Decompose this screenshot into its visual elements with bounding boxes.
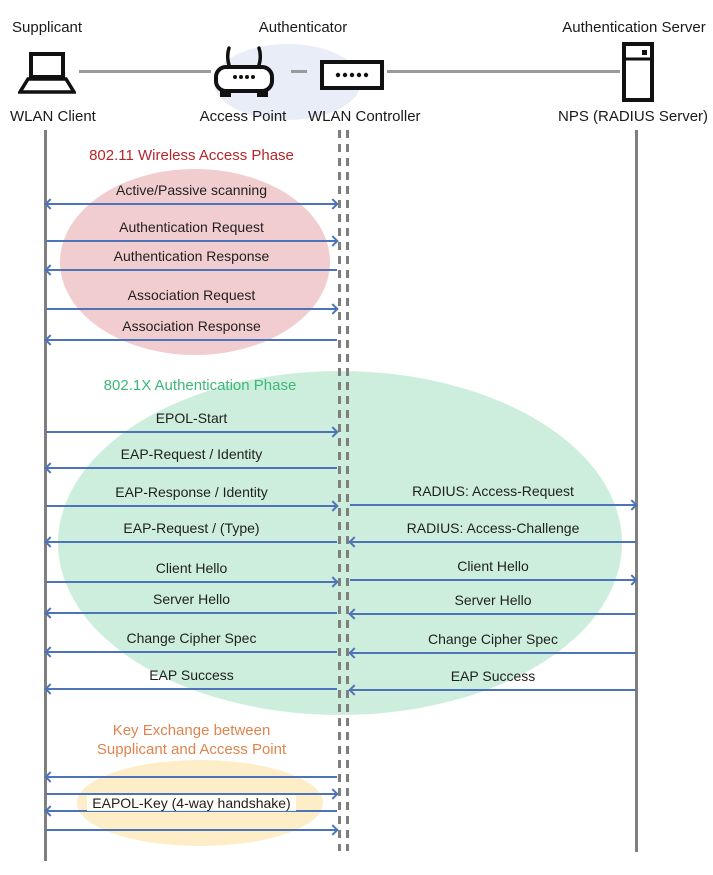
message-epol-start: EPOL-Start	[45, 410, 339, 439]
phase3-title: Key Exchange between Supplicant and Acce…	[45, 721, 338, 759]
message-label: EAP-Request / (Type)	[123, 520, 260, 536]
message-server-hello-right: Server Hello	[348, 592, 637, 621]
eapol-arrow-3-left-icon	[44, 805, 338, 818]
device-wlan-controller: WLAN Controller	[308, 108, 421, 125]
role-authentication-server: Authentication Server	[562, 19, 706, 36]
message-change-cipher-right: Change Cipher Spec	[348, 631, 637, 660]
arrow-left-icon	[44, 462, 338, 475]
phase1-title: 802.11 Wireless Access Phase	[89, 147, 294, 164]
connector-ap-controller	[291, 70, 307, 73]
wlan-controller-icon	[320, 60, 384, 90]
phase3-title-line1: Key Exchange between	[112, 722, 271, 739]
arrow-left-icon	[348, 684, 637, 697]
message-label: Server Hello	[454, 592, 532, 608]
arrow-left-icon	[44, 607, 338, 620]
message-label: Authentication Response	[113, 248, 270, 264]
arrow-left-icon	[44, 683, 338, 696]
phase2-title: 802.1X Authentication Phase	[103, 377, 297, 394]
server-icon	[622, 42, 654, 102]
message-label: EAP-Request / Identity	[120, 446, 263, 462]
arrow-right-icon	[349, 574, 638, 587]
message-label: Authentication Request	[119, 219, 264, 235]
message-assoc-request: Association Request	[45, 287, 339, 316]
arrow-right-icon	[45, 500, 339, 513]
message-eap-request-type: EAP-Request / (Type)	[44, 520, 338, 549]
message-client-hello-left: Client Hello	[45, 560, 339, 589]
message-auth-request: Authentication Request	[45, 219, 339, 248]
message-label: RADIUS: Access-Request	[412, 483, 574, 499]
arrow-left-icon	[44, 264, 338, 277]
message-auth-response: Authentication Response	[44, 248, 338, 277]
device-wlan-client: WLAN Client	[10, 108, 96, 125]
arrow-right-icon	[45, 303, 339, 316]
message-eap-response-identity: EAP-Response / Identity	[45, 484, 339, 513]
wireless-access-point-icon	[213, 46, 275, 102]
message-label: Change Cipher Spec	[428, 631, 558, 647]
role-authenticator: Authenticator	[258, 19, 348, 36]
lifeline-nps-server	[635, 130, 638, 852]
arrow-left-icon	[348, 608, 637, 621]
message-server-hello-left: Server Hello	[44, 591, 338, 620]
arrow-right-icon	[45, 576, 339, 589]
message-assoc-response: Association Response	[44, 318, 338, 347]
arrow-right-icon	[45, 426, 339, 439]
message-scanning: Active/Passive scanning	[44, 182, 339, 211]
arrow-left-icon	[348, 647, 637, 660]
arrow-right-icon	[45, 235, 339, 248]
arrow-left-icon	[44, 536, 338, 549]
message-label: EPOL-Start	[155, 410, 228, 426]
device-access-point: Access Point	[199, 108, 287, 125]
lifeline-wlan-client	[44, 130, 47, 861]
message-label: Active/Passive scanning	[116, 182, 267, 198]
message-eap-request-identity: EAP-Request / Identity	[44, 446, 338, 475]
arrow-left-icon	[44, 646, 338, 659]
message-label: EAP Success	[450, 668, 536, 684]
eapol-key-label: EAPOL-Key (4-way handshake)	[45, 795, 338, 811]
eapol-arrow-2-right-icon	[45, 788, 339, 801]
message-label: Association Response	[122, 318, 261, 334]
message-client-hello-right: Client Hello	[349, 558, 638, 587]
arrow-right-icon	[349, 499, 638, 512]
message-label: Change Cipher Spec	[126, 630, 257, 646]
device-nps-radius-server: NPS (RADIUS Server)	[558, 108, 709, 125]
message-label: Server Hello	[152, 591, 231, 607]
lifeline-wlan-controller-right	[346, 130, 349, 851]
eapol-arrow-4-right-icon	[45, 824, 339, 837]
arrow-left-icon	[44, 334, 338, 347]
role-supplicant: Supplicant	[12, 19, 83, 36]
message-radius-access-request: RADIUS: Access-Request	[349, 483, 638, 512]
phase1-ellipse	[60, 169, 330, 355]
message-label: EAP Success	[149, 667, 234, 683]
connector-controller-server	[387, 70, 620, 73]
message-eap-success-left: EAP Success	[44, 667, 338, 696]
laptop-icon	[18, 52, 76, 96]
message-radius-access-challenge: RADIUS: Access-Challenge	[348, 520, 637, 549]
message-label: Client Hello	[457, 558, 529, 574]
arrow-left-icon	[348, 536, 637, 549]
eapol-arrow-1-left-icon	[44, 771, 338, 784]
message-label: Client Hello	[155, 560, 228, 576]
message-label: EAP-Response / Identity	[115, 484, 268, 500]
message-eap-success-right: EAP Success	[348, 668, 637, 697]
message-label: RADIUS: Access-Challenge	[406, 520, 580, 536]
connector-client-ap	[79, 70, 211, 73]
lifeline-wlan-controller-left	[338, 130, 341, 851]
message-change-cipher-left: Change Cipher Spec	[44, 630, 338, 659]
message-label: Association Request	[127, 287, 256, 303]
phase3-title-line2: Supplicant and Access Point	[96, 741, 287, 758]
arrow-both-icon	[44, 198, 339, 211]
